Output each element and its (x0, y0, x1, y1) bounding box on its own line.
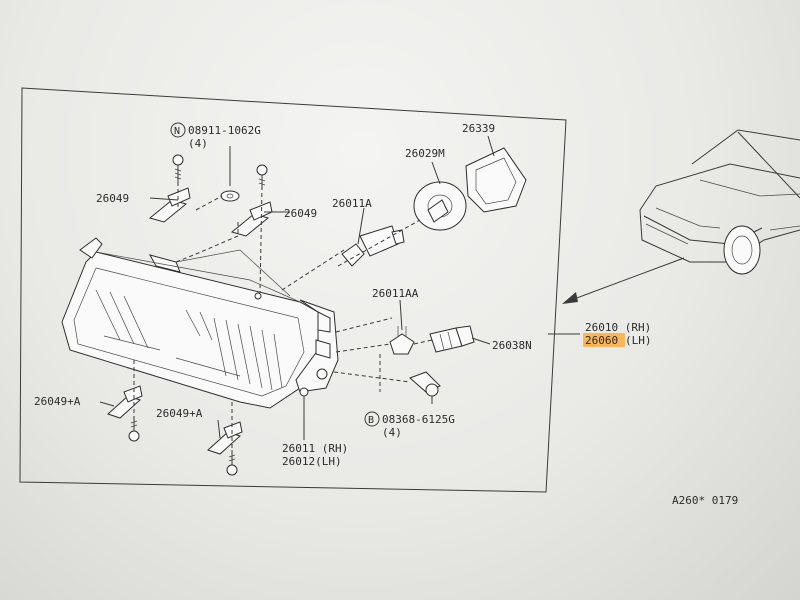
diagram-code: A260* 0179 (672, 494, 738, 507)
part-number-08911: 08911-1062G (188, 124, 261, 137)
qty-08368: (4) (382, 426, 402, 439)
bracket-26049a-left (107, 385, 143, 419)
label-26049-mid: 26049 (284, 207, 317, 220)
bulb-26011a (341, 225, 405, 267)
label-26011aa: 26011AA (372, 287, 419, 300)
diagram-frame (19, 87, 567, 493)
socket-26038n (429, 325, 475, 353)
symbol-b-circle (364, 411, 380, 427)
bracket-26049-left (148, 187, 191, 223)
car-sketch (639, 129, 800, 275)
bracket-26049a-mid (207, 421, 243, 455)
label-26060: 26060 (585, 334, 618, 347)
label-26049a-left: 26049+A (34, 395, 81, 408)
label-26038n: 26038N (492, 339, 532, 352)
leader-lines (99, 135, 580, 450)
label-26060-side: (LH) (625, 334, 652, 347)
washer-icon (220, 190, 240, 202)
label-26029m: 26029M (405, 147, 445, 160)
symbol-b: B (368, 415, 374, 426)
label-26049-left: 26049 (96, 192, 129, 205)
qty-08911: (4) (188, 137, 208, 150)
symbol-n: N (174, 126, 180, 137)
location-arrow (562, 257, 685, 304)
bulb-26011aa (389, 326, 415, 355)
headlamp-assembly (61, 237, 339, 409)
adjusting-bolt (409, 371, 441, 397)
label-26011a: 26011A (332, 197, 372, 210)
screw-callout-bottom: B 08368-6125G (4) (364, 411, 455, 439)
symbol-n-circle (170, 122, 186, 138)
label-26011-rh: 26011 (RH) (282, 442, 348, 455)
ring-26339 (465, 147, 527, 213)
label-26339: 26339 (462, 122, 495, 135)
highlight-marker (583, 333, 625, 347)
label-26049a-mid: 26049+A (156, 407, 203, 420)
cover-26029m (413, 181, 467, 231)
screw-icon (128, 154, 268, 476)
part-number-08368: 08368-6125G (382, 413, 455, 426)
screw-callout-top: N 08911-1062G (4) (170, 122, 261, 150)
label-26012-lh: 26012(LH) (282, 455, 342, 468)
label-26010-rh: 26010 (RH) (585, 321, 651, 334)
